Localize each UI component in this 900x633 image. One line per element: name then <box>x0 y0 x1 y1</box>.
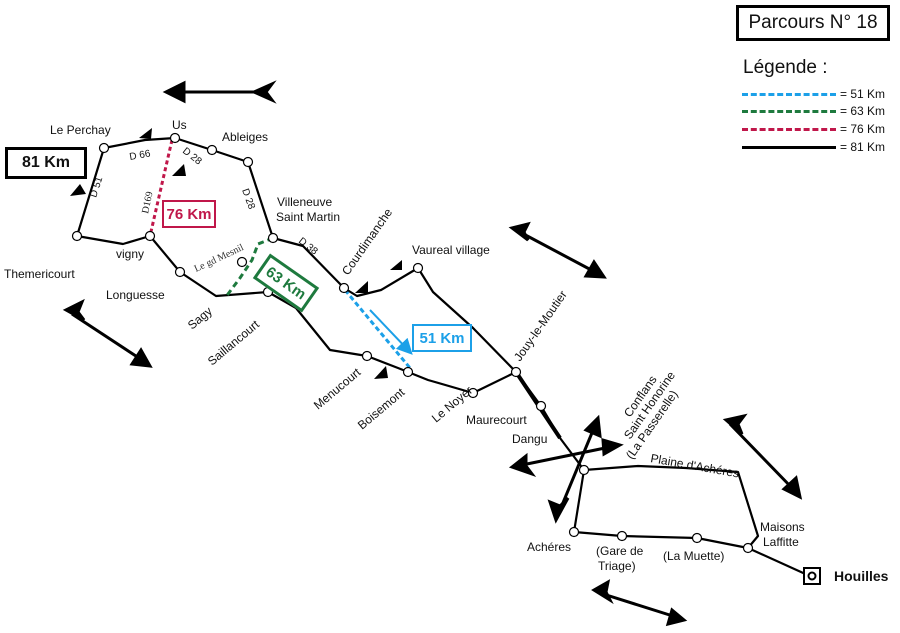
road-d38: D 38 <box>296 236 320 258</box>
label-jouy: Jouy-le-Moutier <box>511 288 570 364</box>
label-maisons: Maisons <box>760 520 805 534</box>
label-le-gd-mesnil: Le gd Mesnil <box>193 242 246 275</box>
label-maurecourt: Maurecourt <box>466 413 527 427</box>
badge-81-km: 81 Km <box>5 147 87 179</box>
legend-item-76: = 76 Km <box>742 122 892 136</box>
label-themericourt: Themericourt <box>4 267 75 281</box>
wind-arrows <box>62 80 803 627</box>
label-saillancourt: Saillancourt <box>205 317 263 368</box>
badge-76-km: 76 Km <box>162 200 216 228</box>
label-triage: Triage) <box>598 559 636 573</box>
label-la-muette: (La Muette) <box>663 549 724 563</box>
legend-label-76: = 76 Km <box>840 122 886 136</box>
route-51-arrow <box>369 309 413 355</box>
direction-flags <box>70 128 402 379</box>
label-courdimanche: Courdimanche <box>339 205 395 277</box>
label-le-perchay: Le Perchay <box>50 123 111 137</box>
label-vigny: vigny <box>116 247 144 261</box>
legend-label-81: = 81 Km <box>840 140 886 154</box>
route-76-line <box>148 139 174 237</box>
label-ableiges: Ableiges <box>222 130 268 144</box>
legend-item-51: = 51 Km <box>742 87 892 101</box>
legend-label-51: = 51 Km <box>840 87 886 101</box>
label-boisemont: Boisemont <box>355 385 408 433</box>
town-markers <box>71 132 754 554</box>
label-sagy: Sagy <box>185 304 215 332</box>
route-63-line <box>223 236 274 299</box>
legend-swatch-63 <box>742 109 836 113</box>
label-longuesse: Longuesse <box>106 288 165 302</box>
houilles-marker <box>803 567 821 585</box>
legend-label-63: = 63 Km <box>840 104 886 118</box>
label-dangu: Dangu <box>512 432 547 446</box>
label-menucourt: Menucourt <box>311 365 364 413</box>
legend-swatch-51 <box>742 92 836 96</box>
road-d28-b: D 28 <box>239 187 257 211</box>
legend-swatch-76 <box>742 127 836 131</box>
label-plaine-acheres: Plaine d'Achéres <box>649 451 740 480</box>
legend-item-63: = 63 Km <box>742 104 892 118</box>
legend-swatch-81 <box>742 145 836 149</box>
label-gare: (Gare de <box>596 544 644 558</box>
label-laffitte: Laffitte <box>763 535 799 549</box>
legend-title: Légende : <box>743 57 828 78</box>
road-d169: D169 <box>140 191 155 215</box>
badge-51-km: 51 Km <box>412 324 472 352</box>
label-saint-martin: Saint Martin <box>276 210 340 224</box>
label-houilles: Houilles <box>834 568 889 584</box>
road-d66: D 66 <box>129 148 152 163</box>
route-51-line <box>343 289 412 369</box>
road-d51: D 51 <box>88 175 105 199</box>
label-acheres: Achéres <box>527 540 571 554</box>
legend-item-81: = 81 Km <box>742 140 892 154</box>
label-villeneuve: Villeneuve <box>277 195 332 209</box>
map-title: Parcours N° 18 <box>736 5 890 41</box>
route-81-line <box>75 136 813 579</box>
crossroads-arrows <box>508 414 624 524</box>
label-us: Us <box>172 118 187 132</box>
label-vaureal: Vaureal village <box>412 243 490 257</box>
